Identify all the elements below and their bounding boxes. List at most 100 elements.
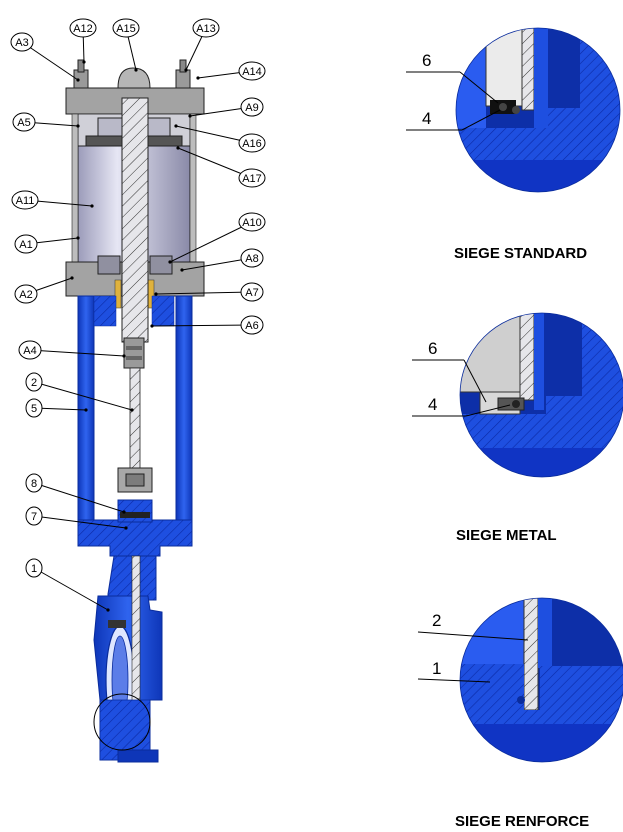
callout-label: 5: [31, 403, 37, 415]
detail-standard: 6 4: [406, 27, 621, 193]
callout-bubble: [25, 506, 43, 526]
callout-a3: A3: [10, 32, 80, 82]
valve-assembly: [65, 59, 205, 763]
callout-a13: A13: [184, 18, 220, 72]
callout-bubble: [25, 473, 43, 493]
callout-label: A2: [19, 289, 32, 301]
callout-bubble: [10, 32, 34, 52]
callout-bubble: [14, 234, 38, 254]
callout-label: A8: [245, 253, 258, 265]
callout-bubble: [14, 284, 38, 304]
callout-bubble: [11, 190, 39, 210]
callout-label: 8: [31, 478, 37, 490]
callout-label: 7: [31, 511, 37, 523]
callout-bubble: [238, 168, 266, 188]
callout-bubble: [18, 340, 42, 360]
yoke-right: [175, 295, 193, 533]
callout-label: A13: [196, 23, 216, 35]
callout-bubble: [238, 133, 266, 153]
valve-stem: [129, 367, 141, 469]
callout-label: A16: [242, 138, 262, 150]
callout-8: 8: [25, 473, 126, 514]
top-bolt-right: [175, 69, 191, 89]
callout-a2: A2: [14, 276, 74, 304]
detail3-label-1: 1: [432, 659, 441, 678]
callout-bubble: [112, 18, 140, 38]
callout-bubble: [240, 282, 264, 302]
callout-a12: A12: [69, 18, 97, 64]
callout-leader: [33, 515, 127, 529]
callout-a10: A10: [168, 212, 266, 264]
caption-siege-renforce: SIEGE RENFORCE: [455, 813, 590, 830]
detail-circle: [93, 693, 151, 751]
callout-label: A3: [15, 37, 28, 49]
callout-bubble: [238, 61, 266, 81]
callout-a5: A5: [12, 112, 80, 132]
callout-leader: [33, 482, 125, 513]
callout-leader: [33, 567, 109, 611]
callout-bubble: [25, 558, 43, 578]
callout-label: A12: [73, 23, 93, 35]
callout-bubble: [25, 372, 43, 392]
callout-label: A7: [245, 287, 258, 299]
callout-leader: [33, 381, 133, 411]
top-dome: [117, 67, 151, 89]
detail2-label-6: 6: [428, 339, 437, 358]
callout-a16: A16: [174, 124, 266, 153]
callout-leader: [181, 257, 253, 271]
yoke-bridge: [77, 519, 193, 557]
piston-rod: [121, 97, 149, 343]
callout-bubble: [25, 398, 43, 418]
callout-leader: [177, 147, 253, 179]
callout-leader: [29, 349, 125, 357]
callout-7: 7: [25, 506, 128, 530]
callout-bubble: [240, 97, 264, 117]
callout-a17: A17: [176, 146, 266, 188]
callout-bubble: [12, 112, 36, 132]
callout-a14: A14: [196, 61, 266, 81]
detail2-label-4: 4: [428, 395, 437, 414]
callout-bubble: [238, 212, 266, 232]
detail1-label-6: 6: [422, 51, 431, 70]
callout-1: 1: [25, 558, 110, 612]
callout-a7: A7: [154, 282, 264, 302]
callout-bubble: [240, 315, 264, 335]
callout-2: 2: [25, 372, 134, 412]
callout-leader: [151, 324, 253, 327]
callout-label: A5: [17, 117, 30, 129]
callout-a4: A4: [18, 340, 126, 360]
yoke-left: [77, 295, 95, 533]
callout-label: A4: [23, 345, 36, 357]
callout-a15: A15: [112, 18, 140, 72]
callout-label: 1: [31, 563, 37, 575]
callout-label: A15: [116, 23, 136, 35]
callout-label: A6: [245, 320, 258, 332]
detail3-label-2: 2: [432, 611, 441, 630]
callout-bubble: [69, 18, 97, 38]
callout-a8: A8: [180, 248, 264, 272]
caption-siege-standard: SIEGE STANDARD: [454, 245, 588, 262]
callout-leader: [21, 41, 79, 81]
callout-bubble: [192, 18, 220, 38]
callout-leader: [33, 407, 87, 411]
callout-label: A1: [19, 239, 32, 251]
callout-label: A9: [245, 102, 258, 114]
callout-leader: [155, 291, 253, 295]
callout-label: A17: [242, 173, 262, 185]
coupling: [123, 337, 145, 369]
callout-leader: [169, 221, 253, 263]
callout-a9: A9: [188, 97, 264, 118]
callout-label: A14: [242, 66, 262, 78]
callout-a11: A11: [11, 190, 94, 210]
detail-metal: 6 4: [412, 312, 623, 478]
callout-a1: A1: [14, 234, 80, 254]
callout-5: 5: [25, 398, 88, 418]
callout-label: A11: [16, 195, 35, 207]
callout-label: A10: [242, 217, 262, 229]
callout-label: 2: [31, 377, 37, 389]
detail-renforce: 2 1: [417, 597, 623, 763]
callout-bubble: [240, 248, 264, 268]
detail1-label-4: 4: [422, 109, 431, 128]
